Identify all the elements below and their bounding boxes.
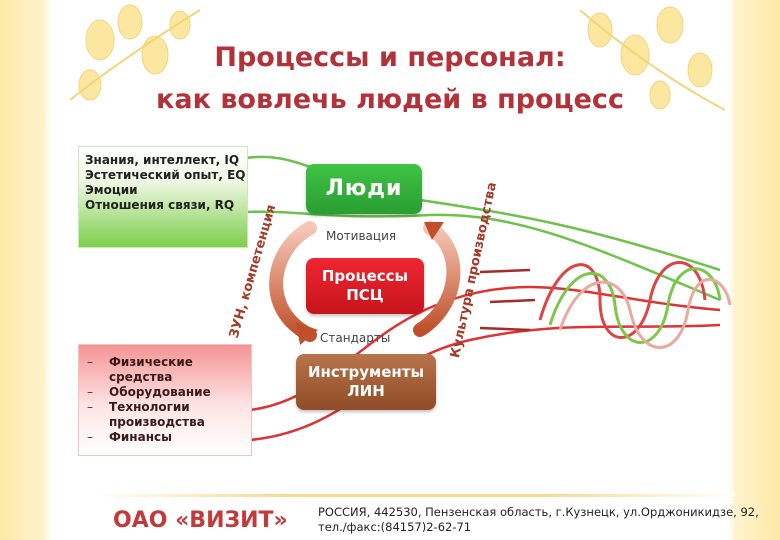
company-address: РОССИЯ, 442530, Пензенская область, г.Ку… bbox=[318, 505, 759, 535]
intelligence-line: Отношения связи, RQ bbox=[85, 198, 235, 212]
resource-item: Технологии производства bbox=[87, 400, 239, 430]
left-frame-border bbox=[0, 0, 46, 540]
process-sublabel: ПСЦ bbox=[346, 286, 384, 304]
process-label: Процессы bbox=[321, 267, 409, 285]
standards-label: Стандарты bbox=[320, 331, 391, 345]
tools-block: Инструменты ЛИН bbox=[296, 354, 436, 410]
tools-sublabel: ЛИН bbox=[347, 382, 385, 400]
address-line: РОССИЯ, 442530, Пензенская область, г.Ку… bbox=[318, 505, 759, 519]
slide-title-line1: Процессы и персонал: bbox=[214, 42, 566, 73]
resource-item: Оборудование bbox=[87, 385, 251, 400]
intelligence-line: Эстетический опыт, EQ bbox=[85, 168, 246, 182]
resource-item: Физические средства bbox=[87, 355, 251, 385]
hop-branch-icon bbox=[69, 4, 201, 101]
tools-label: Инструменты bbox=[307, 363, 425, 381]
process-block: Процессы ПСЦ bbox=[306, 258, 424, 314]
company-name: ОАО «ВИЗИТ» bbox=[113, 508, 288, 533]
intelligence-line: Знания, интеллект, IQ bbox=[85, 153, 240, 167]
right-frame-border bbox=[734, 0, 780, 540]
left-frame-stripe bbox=[46, 0, 50, 540]
footer-divider bbox=[96, 494, 736, 497]
people-block: Люди bbox=[306, 164, 422, 214]
motivation-label: Мотивация bbox=[326, 229, 397, 243]
intelligence-line: Эмоции bbox=[85, 183, 138, 197]
resource-item: Финансы bbox=[87, 430, 251, 445]
intelligence-box: Знания, интеллект, IQ Эстетический опыт,… bbox=[78, 146, 248, 248]
hop-branch-icon bbox=[579, 6, 726, 111]
phone-line: тел./факс:(84157)2-62-71 bbox=[318, 520, 472, 534]
right-frame-stripe bbox=[730, 0, 734, 540]
slide-title-line2: как вовлечь людей в процесс bbox=[156, 84, 624, 115]
resources-box: Физические средства Оборудование Техноло… bbox=[78, 344, 252, 456]
